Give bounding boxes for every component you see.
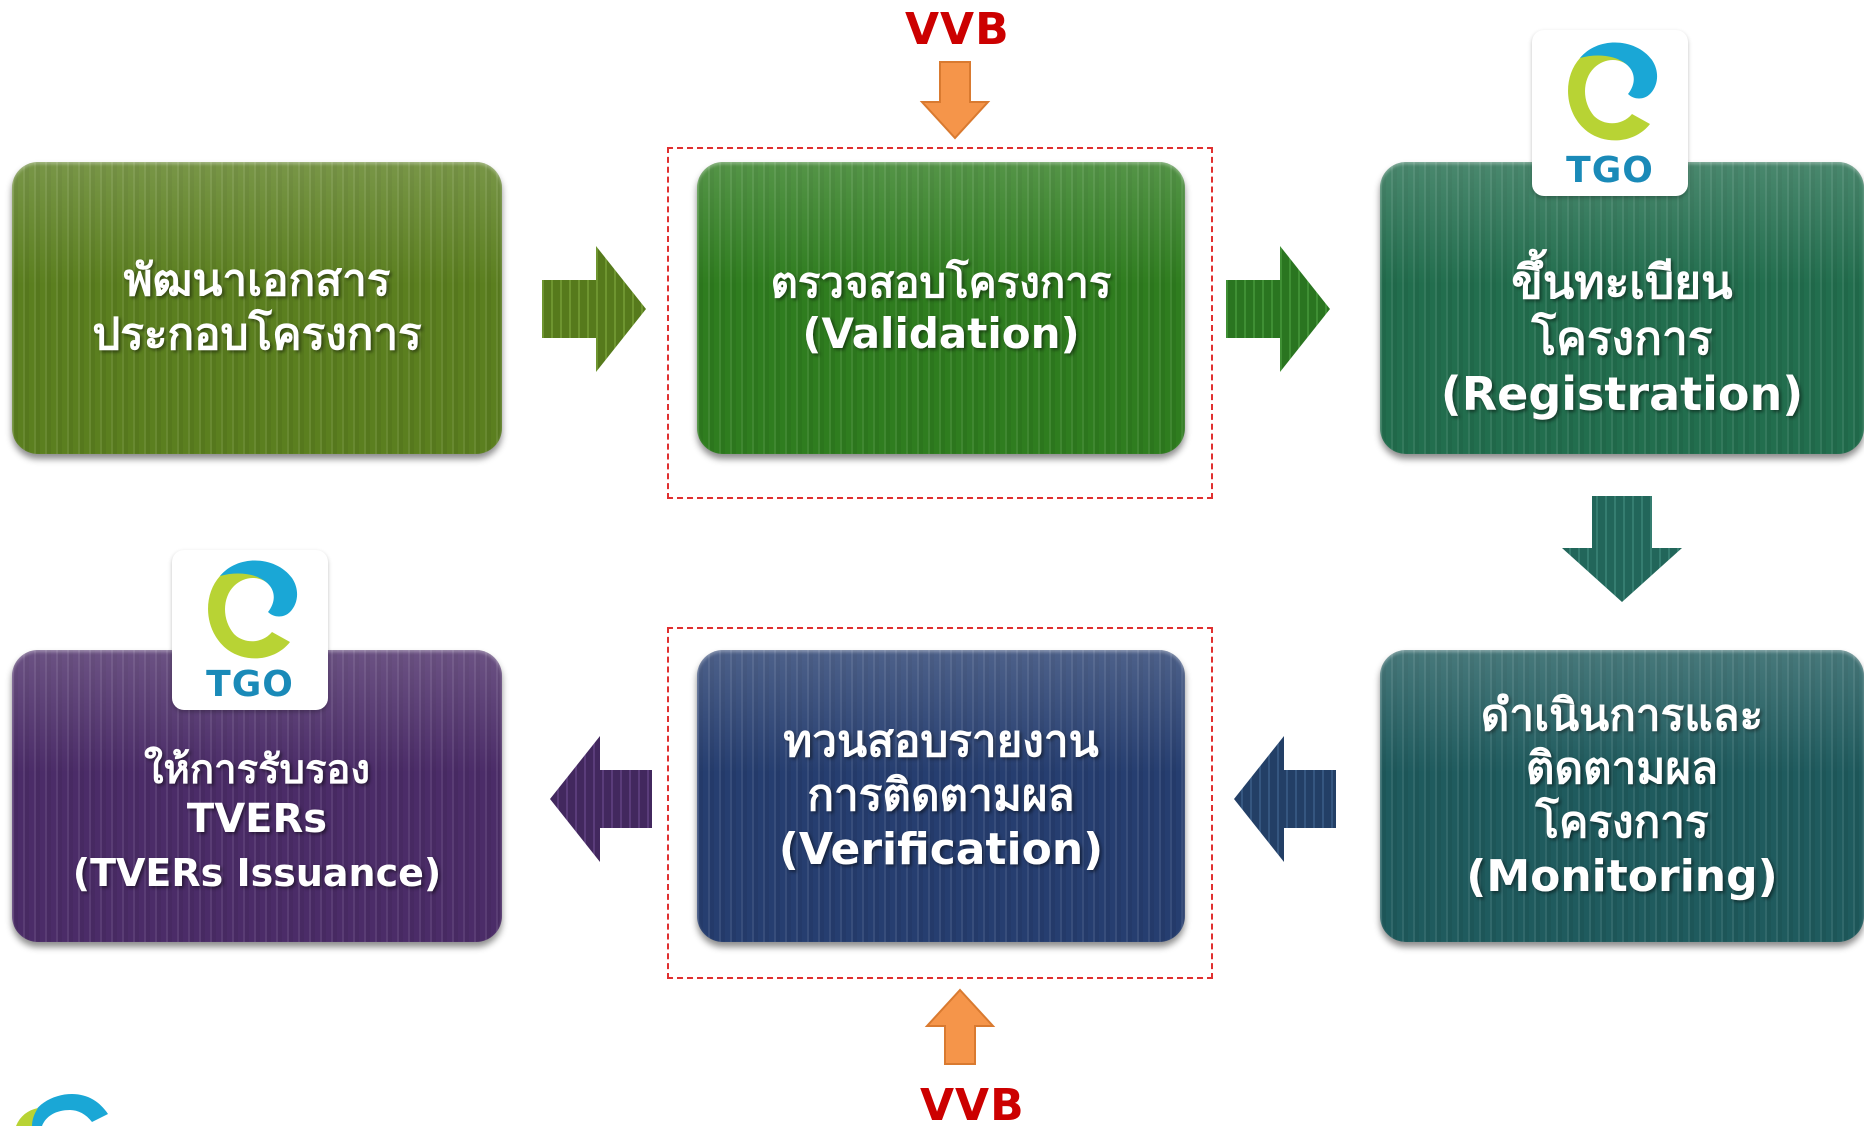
step-registration-line-1: ขึ้นทะเบียน (1511, 254, 1733, 309)
step-develop-documents: พัฒนาเอกสาร ประกอบโครงการ (12, 162, 502, 454)
step-validation-line-2: (Validation) (802, 309, 1080, 358)
step-issuance-line-3: (TVERs Issuance) (72, 850, 442, 895)
step-issuance-line-2: TVERs (186, 795, 328, 842)
vvb-top-arrow-icon (919, 61, 991, 140)
tgo-partial-logo-icon (16, 1094, 108, 1126)
vvb-bottom-arrow-icon (924, 988, 996, 1065)
arrow-verification-to-issuance-icon (550, 736, 652, 862)
step-monitoring-line-4: (Monitoring) (1466, 850, 1778, 902)
arrow-registration-to-monitoring-icon (1562, 496, 1682, 602)
step-registration-line-2: โครงการ (1531, 310, 1713, 365)
validation-vvb-frame (667, 147, 1213, 499)
tgo-c-logo-icon (208, 560, 298, 659)
step-verification: ทวนสอบรายงาน การติดตามผล (Verification) (697, 650, 1185, 942)
arrow-validation-to-registration-icon (1226, 246, 1330, 372)
vvb-top-label: VVB (905, 4, 1010, 55)
arrow-monitoring-to-verification-icon (1234, 736, 1336, 862)
tgo-logo-issuance: TGO (172, 550, 328, 710)
step-develop-line-1: พัฒนาเอกสาร (123, 255, 391, 307)
step-monitoring-line-3: โครงการ (1535, 797, 1709, 848)
step-issuance-line-1: ให้การรับรอง (144, 747, 370, 794)
step-monitoring-line-1: ดำเนินการและ (1480, 689, 1764, 741)
tgo-logo-issuance-text: TGO (206, 664, 294, 705)
step-validation: ตรวจสอบโครงการ (Validation) (697, 162, 1185, 454)
arrow-develop-to-validation-icon (542, 246, 646, 372)
step-verification-line-2: การติดตามผล (807, 770, 1075, 822)
step-registration: ขึ้นทะเบียน โครงการ (Registration) (1380, 162, 1864, 454)
vvb-bottom-label: VVB (920, 1080, 1025, 1131)
step-verification-line-3: (Verification) (778, 823, 1104, 875)
step-registration-line-3: (Registration) (1440, 367, 1804, 422)
tgo-logo-registration: TGO (1532, 30, 1688, 196)
step-develop-line-2: ประกอบโครงการ (92, 309, 422, 360)
step-verification-line-1: ทวนสอบรายงาน (783, 716, 1099, 768)
tgo-c-logo-icon (1568, 42, 1658, 141)
step-monitoring: ดำเนินการและ ติดตามผล โครงการ (Monitorin… (1380, 650, 1864, 942)
tgo-logo-registration-text: TGO (1566, 150, 1654, 191)
step-validation-line-1: ตรวจสอบโครงการ (770, 257, 1112, 307)
verification-vvb-frame (667, 627, 1213, 979)
step-issuance: ให้การรับรอง TVERs (TVERs Issuance) (12, 650, 502, 942)
step-monitoring-line-2: ติดตามผล (1525, 743, 1719, 795)
